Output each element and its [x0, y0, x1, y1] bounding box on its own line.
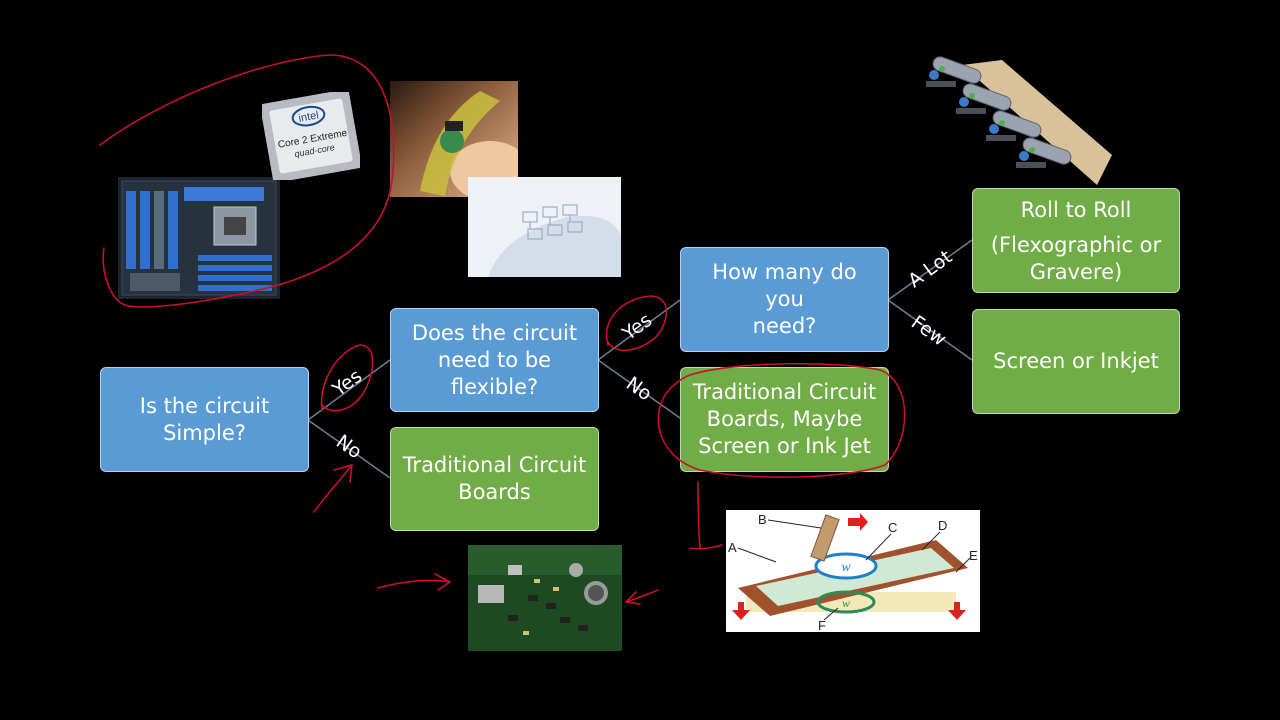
screen-letter-top: w — [841, 560, 851, 575]
node-text-line: Boards — [458, 480, 531, 504]
node-text-line: Does the circuit — [411, 320, 578, 345]
screen-printing-diagram-image: w w A B C D E F — [726, 510, 980, 632]
node-text-line: Is the circuit — [139, 393, 270, 418]
screen-label-a: A — [728, 540, 737, 555]
node-need-flexible: Does the circuit need to be flexible? — [390, 308, 599, 412]
node-text-line: need? — [752, 314, 817, 338]
motherboard-image — [118, 177, 280, 299]
intel-cpu-image: intel Core 2 Extreme quad-core — [262, 92, 360, 180]
edge-simple-no — [307, 419, 391, 479]
screen-label-c: C — [888, 520, 897, 535]
node-text-line: Traditional Circuit — [692, 380, 877, 404]
node-text-line: Traditional Circuit — [402, 453, 587, 477]
node-traditional-circuit-boards: Traditional Circuit Boards — [390, 427, 599, 531]
node-text-line: Screen or Ink Jet — [698, 434, 871, 458]
node-title: Roll to Roll — [1020, 198, 1132, 222]
node-text-line: Gravere) — [1029, 260, 1123, 284]
pcb-closeup-image — [468, 545, 622, 651]
node-roll-to-roll: Roll to Roll (Flexographic or Gravere) — [972, 188, 1180, 293]
node-text-line: Simple? — [163, 420, 246, 445]
edge-many-alot — [887, 239, 973, 301]
roll-to-roll-machine-image — [922, 55, 1112, 185]
node-text-line: need to be flexible? — [437, 347, 552, 399]
node-traditional-maybe-screen: Traditional Circuit Boards, Maybe Screen… — [680, 367, 889, 472]
node-text-line: How many do you — [712, 260, 857, 311]
node-is-circuit-simple: Is the circuit Simple? — [100, 367, 309, 472]
node-text-line: (Flexographic or — [990, 233, 1162, 257]
edge-many-few — [887, 299, 973, 361]
node-text-line: Boards, Maybe — [706, 407, 863, 431]
screen-label-f: F — [818, 618, 826, 632]
screen-label-b: B — [758, 512, 767, 527]
screen-letter-bottom: w — [842, 596, 850, 610]
node-text-line: Screen or Inkjet — [993, 349, 1159, 373]
screen-label-e: E — [969, 548, 978, 563]
node-screen-or-inkjet: Screen or Inkjet — [972, 309, 1180, 414]
node-how-many: How many do you need? — [680, 247, 889, 352]
flexible-sensor-image — [468, 177, 621, 277]
screen-label-d: D — [938, 518, 947, 533]
